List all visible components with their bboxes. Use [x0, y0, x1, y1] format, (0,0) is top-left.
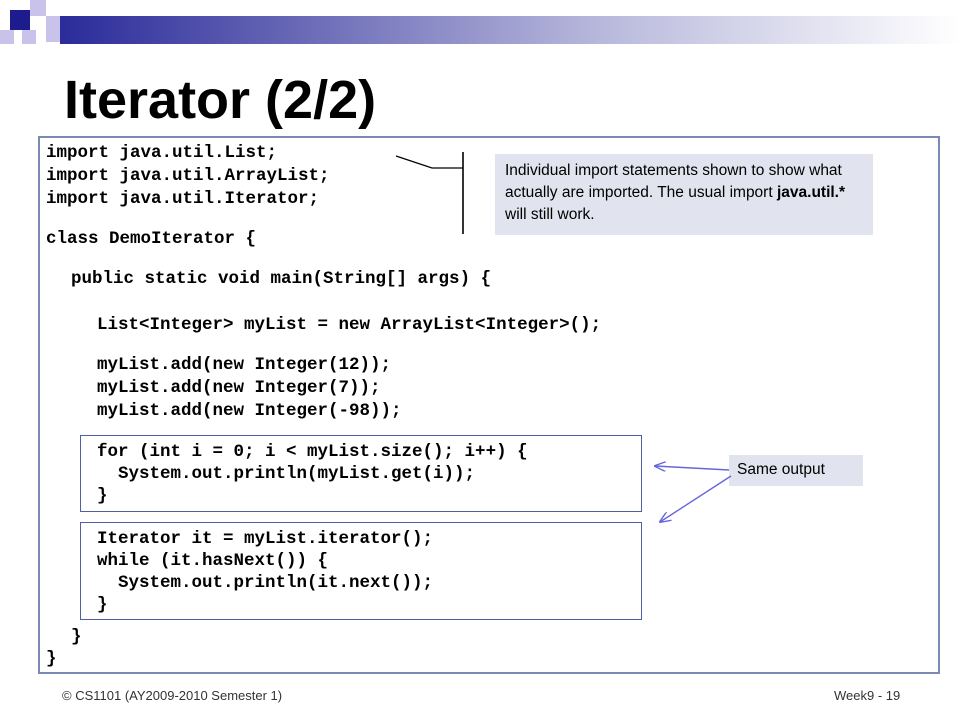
header-gradient-bar — [60, 16, 960, 44]
for-loop-box — [80, 435, 642, 512]
code-frame — [38, 136, 940, 674]
arrow-to-for-loop — [655, 466, 730, 470]
add-line: myList.add(new Integer(12)); — [97, 355, 392, 375]
imports-note: Individual import statements shown to sh… — [495, 154, 873, 235]
code-line: } — [97, 486, 108, 506]
code-line: while (it.hasNext()) { — [97, 551, 329, 571]
slide-title: Iterator (2/2) — [64, 70, 377, 130]
import-lines: import java.util.List; import java.util.… — [46, 142, 330, 211]
class-declaration: class DemoIterator { — [46, 229, 257, 249]
header-square-light — [0, 30, 14, 44]
code-line: Iterator it = myList.iterator(); — [97, 529, 434, 549]
main-declaration: public static void main(String[] args) { — [71, 269, 492, 289]
code-line: System.out.println(it.next()); — [97, 573, 434, 593]
header-square-dark — [10, 10, 30, 30]
imports-note-text-end: will still work. — [505, 206, 595, 223]
close-main-brace: } — [71, 627, 82, 647]
imports-note-bold: java.util.* — [776, 184, 846, 201]
iterator-loop-box — [80, 522, 642, 620]
import-line: import java.util.List; — [46, 143, 278, 163]
imports-note-text: Individual import statements shown to sh… — [505, 162, 842, 201]
for-loop-code: for (int i = 0; i < myList.size(); i++) … — [97, 441, 528, 507]
imports-bracket-connector — [395, 152, 464, 234]
add-lines: myList.add(new Integer(12)); myList.add(… — [97, 354, 402, 423]
header-square-light — [30, 0, 46, 16]
code-line: System.out.println(myList.get(i)); — [97, 464, 476, 484]
iterator-loop-code: Iterator it = myList.iterator(); while (… — [97, 528, 433, 616]
code-line: for (int i = 0; i < myList.size(); i++) … — [97, 442, 528, 462]
import-line: import java.util.Iterator; — [46, 189, 320, 209]
footer-course: © CS1101 (AY2009-2010 Semester 1) — [62, 688, 283, 703]
add-line: myList.add(new Integer(7)); — [97, 378, 381, 398]
header-square-light — [22, 30, 36, 44]
add-line: myList.add(new Integer(-98)); — [97, 401, 402, 421]
close-class-brace: } — [46, 649, 57, 669]
code-line: } — [97, 595, 108, 615]
arrow-to-iterator-loop — [660, 475, 732, 522]
list-declaration: List<Integer> myList = new ArrayList<Int… — [97, 315, 602, 335]
import-line: import java.util.ArrayList; — [46, 166, 330, 186]
footer-page-number: Week9 - 19 — [834, 688, 901, 703]
same-output-note: Same output — [729, 455, 863, 486]
